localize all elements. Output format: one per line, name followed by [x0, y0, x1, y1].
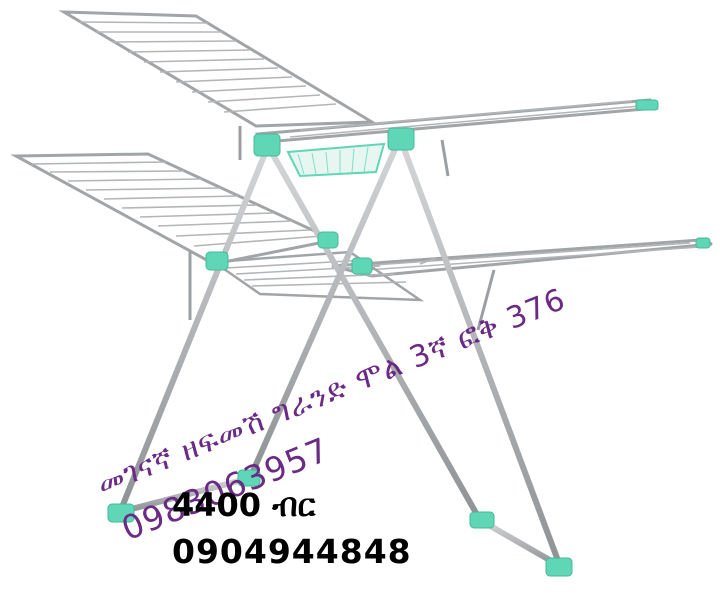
price-label: 4400 ብር — [172, 486, 316, 524]
lower-right-wing — [331, 238, 713, 278]
rack-legs — [117, 135, 563, 569]
contact-phone: 0904944848 — [172, 532, 412, 571]
upper-left-wing — [58, 10, 378, 128]
lower-left-wing — [10, 152, 339, 266]
back-legs — [188, 126, 496, 331]
hanging-basket — [286, 142, 386, 178]
middle-shelf — [210, 250, 425, 302]
accent-joints — [107, 99, 711, 577]
upper-right-wing — [254, 98, 659, 144]
